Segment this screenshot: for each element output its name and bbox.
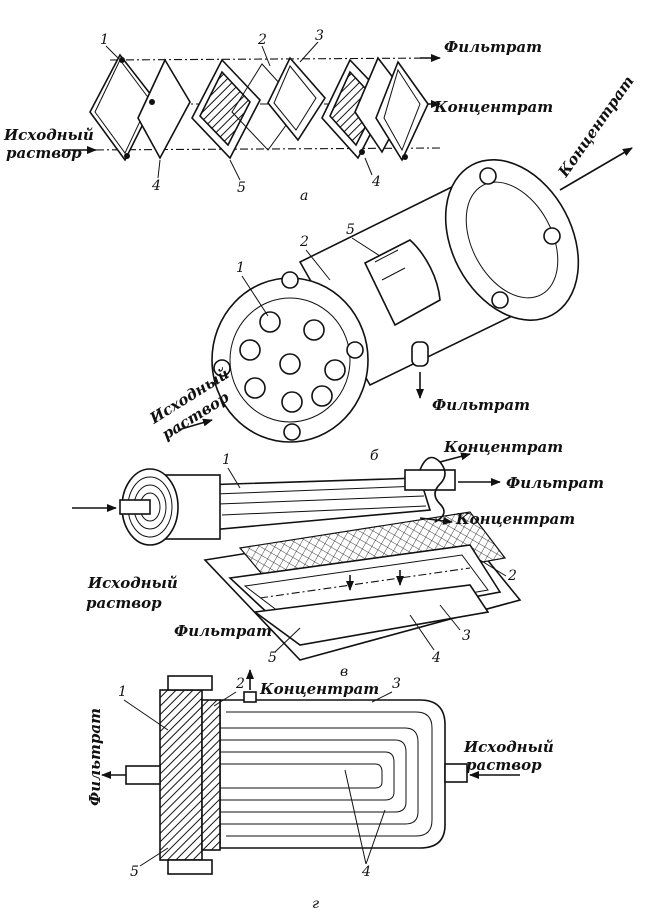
callout-v-1: 1 bbox=[222, 452, 231, 468]
label-concentrate-g: Концентрат bbox=[259, 680, 379, 698]
concentrate-arrow-v2 bbox=[419, 516, 453, 525]
callout-v-5: 5 bbox=[268, 650, 277, 666]
callout-v-2: 2 bbox=[507, 568, 517, 584]
concentrate-nozzle bbox=[243, 691, 257, 703]
tube-sheet-1 bbox=[159, 689, 203, 861]
caption-panel-v: в bbox=[340, 664, 348, 680]
callout-b-5: 5 bbox=[346, 222, 355, 238]
filtrate-flow-line-a bbox=[109, 57, 441, 61]
label-filtrate-b: Фильтрат bbox=[432, 396, 530, 414]
central-tube-outlet bbox=[404, 469, 456, 491]
label-concentrate-v1: Концентрат bbox=[443, 438, 563, 456]
label-feed-v-line1: Исходный bbox=[87, 574, 178, 592]
far-flange bbox=[444, 159, 580, 321]
callout-a-3: 3 bbox=[315, 28, 324, 44]
label-feed-g-line2: раствор bbox=[466, 756, 542, 774]
panel-a-plate-module: 1 2 3 4 5 4 Фильтрат Концентрат Исходный… bbox=[3, 28, 553, 204]
callout-a-4: 4 bbox=[151, 178, 161, 194]
callout-g-2: 2 bbox=[235, 676, 245, 692]
callout-g-1: 1 bbox=[118, 684, 127, 700]
label-feed-a-line1: Исходный bbox=[3, 126, 94, 144]
filtrate-nozzle bbox=[411, 341, 429, 367]
label-filtrate-g: Фильтрат bbox=[86, 708, 104, 806]
envelope-seal bbox=[419, 456, 446, 523]
central-tube bbox=[119, 499, 151, 515]
caption-panel-a: а bbox=[300, 188, 308, 204]
feed-flow-line-a bbox=[79, 147, 441, 151]
flange-2 bbox=[201, 699, 221, 851]
label-filtrate-a: Фильтрат bbox=[444, 38, 542, 56]
plate-3 bbox=[267, 56, 326, 142]
label-filtrate-v: Фильтрат bbox=[506, 474, 604, 492]
housing-3 bbox=[219, 699, 446, 849]
frame-4-left bbox=[137, 58, 191, 160]
callout-g-5: 5 bbox=[130, 864, 139, 880]
label-filtrate-v-bottom: Фильтрат bbox=[174, 622, 272, 640]
top-bolt bbox=[167, 675, 213, 691]
callout-v-4: 4 bbox=[431, 650, 441, 666]
bottom-bolt bbox=[167, 859, 213, 875]
filtrate-outlet-pipe bbox=[125, 765, 161, 785]
feed-inlet-pipe bbox=[444, 763, 468, 783]
end-plate-1 bbox=[89, 53, 156, 162]
panel-v-spiral-module: 1 2 3 4 5 Концентрат Фильтрат Концентрат… bbox=[72, 438, 604, 680]
rolled-layers bbox=[199, 477, 432, 531]
end-plate-right bbox=[375, 60, 429, 162]
caption-panel-g: г bbox=[312, 896, 319, 912]
callout-a-1: 1 bbox=[100, 32, 109, 48]
callout-a-5: 5 bbox=[237, 180, 246, 196]
drainage-layer-4 bbox=[252, 584, 490, 646]
callout-a-2: 2 bbox=[257, 32, 267, 48]
label-concentrate-a: Концентрат bbox=[433, 98, 553, 116]
callout-b-1: 1 bbox=[236, 260, 245, 276]
ring-5 bbox=[363, 239, 441, 327]
feed-arrow-b bbox=[177, 418, 213, 431]
concentrate-arrow-b bbox=[559, 147, 633, 191]
label-feed-a-line2: раствор bbox=[6, 144, 82, 162]
caption-panel-b: б bbox=[370, 448, 379, 464]
label-concentrate-b: Концентрат bbox=[554, 72, 638, 181]
panel-g-hollow-fiber-module: 1 2 3 4 5 Концентрат Фильтрат Исходный р… bbox=[86, 669, 554, 912]
label-concentrate-v2: Концентрат bbox=[455, 510, 575, 528]
label-feed-v-line2: раствор bbox=[86, 594, 162, 612]
callout-a-4b: 4 bbox=[371, 174, 381, 190]
label-feed-g-line1: Исходный bbox=[463, 738, 554, 756]
callout-b-2: 2 bbox=[299, 234, 309, 250]
callout-g-3: 3 bbox=[392, 676, 401, 692]
callout-v-3: 3 bbox=[462, 628, 471, 644]
callout-g-4: 4 bbox=[361, 864, 371, 880]
concentrate-arrow-v1 bbox=[439, 452, 471, 463]
